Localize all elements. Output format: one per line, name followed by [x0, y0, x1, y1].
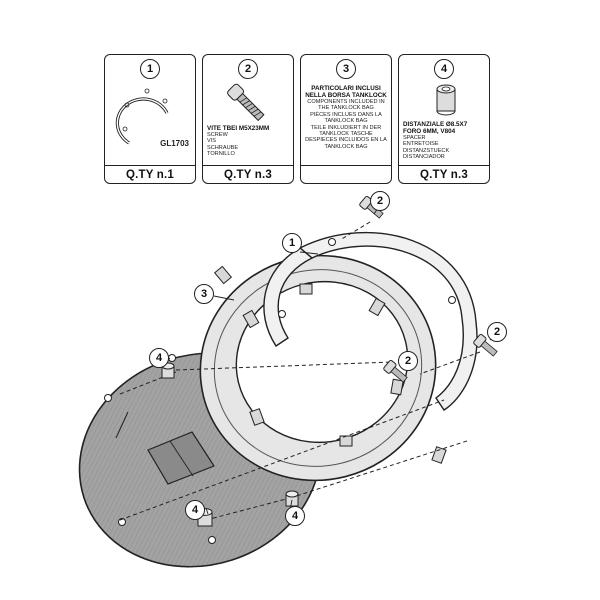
part-desc-line: TEILE INKLUDIERT IN DER [310, 124, 382, 131]
part-number-badge: 1 [140, 59, 160, 79]
part-number-badge: 2 [238, 59, 258, 79]
part-desc-line: VIS [207, 138, 217, 145]
callout-4-right: 4 [285, 506, 305, 526]
qty-divider [399, 165, 489, 166]
part-quantity: Q.TY n.1 [125, 169, 175, 181]
part-card-4: 4 DISTANZIALE Ø8.5x7 Foro 6mm, V804 SPAC… [398, 54, 490, 184]
part-desc-line: TANKLOCK TASCHE [319, 131, 373, 138]
part-title-line: NELLA BORSA TANKLOCK [305, 92, 387, 99]
part-title-line: DISTANZIALE Ø8.5x7 [403, 121, 468, 128]
part-code: GL1703 [160, 139, 189, 148]
part-desc-line: TANKLOCK BAG [324, 118, 368, 125]
screw-2-middle [383, 360, 408, 383]
qty-divider [203, 165, 293, 166]
part-quantity: Q.TY n.3 [223, 169, 273, 181]
part-desc-line: DISTANCIADOR [403, 154, 445, 161]
callout-2-middle: 2 [398, 351, 418, 371]
part-desc-line: COMPONENTS INCLUDED IN [307, 99, 385, 105]
part-desc-line: PIÈCES INCLUES DANS LA [310, 111, 382, 118]
screw-2-right [473, 334, 498, 357]
screw-part-icon [227, 83, 265, 122]
part-card-1: 1 GL1703 Q.TY n.1 [104, 54, 196, 184]
part-desc-line: SCHRAUBE [207, 144, 239, 151]
ring-part-icon [115, 88, 169, 145]
spacer-part-icon [436, 84, 456, 116]
part-desc-line: DESPIECES INCLUIDOS EN LA [305, 137, 387, 144]
callout-3: 3 [194, 284, 214, 304]
part-desc-line: ENTRETOISE [403, 141, 439, 148]
part-desc-line: TANKLOCK BAG [324, 143, 368, 150]
part-number-badge: 3 [336, 59, 356, 79]
reinforcement-ring-1 [263, 231, 478, 411]
part-quantity: Q.TY n.3 [419, 169, 469, 181]
part-card-3: 3 PARTICOLARI INCLUSI NELLA BORSA TANKLO… [300, 54, 392, 184]
part-desc-line: TORNILLO [207, 151, 235, 158]
part-title: VITE TBEI M5x23mm [207, 125, 270, 132]
spacer-4-right [285, 490, 299, 507]
part-number-badge: 4 [434, 59, 454, 79]
part-title-line: Foro 6mm, V804 [403, 128, 456, 135]
part-desc-line: THE TANKLOCK BAG [318, 105, 374, 112]
callout-1: 1 [282, 233, 302, 253]
part-desc-line: SCREW [207, 132, 228, 138]
qty-divider [301, 165, 391, 166]
part-title-line: PARTICOLARI INCLUSI [311, 85, 381, 92]
callout-4-left: 4 [149, 348, 169, 368]
callout-2-top: 2 [370, 191, 390, 211]
part-desc-line: SPACER [403, 135, 426, 141]
callout-4-center: 4 [185, 500, 205, 520]
part-desc-line: DISTANZSTUECK [403, 147, 450, 154]
spacer-4-left [161, 362, 175, 379]
qty-divider [105, 165, 195, 166]
part-card-2: 2 VITE TBEI M5x23mm SCREW VIS SCHRAUBE T… [202, 54, 294, 184]
callout-2-right: 2 [487, 322, 507, 342]
